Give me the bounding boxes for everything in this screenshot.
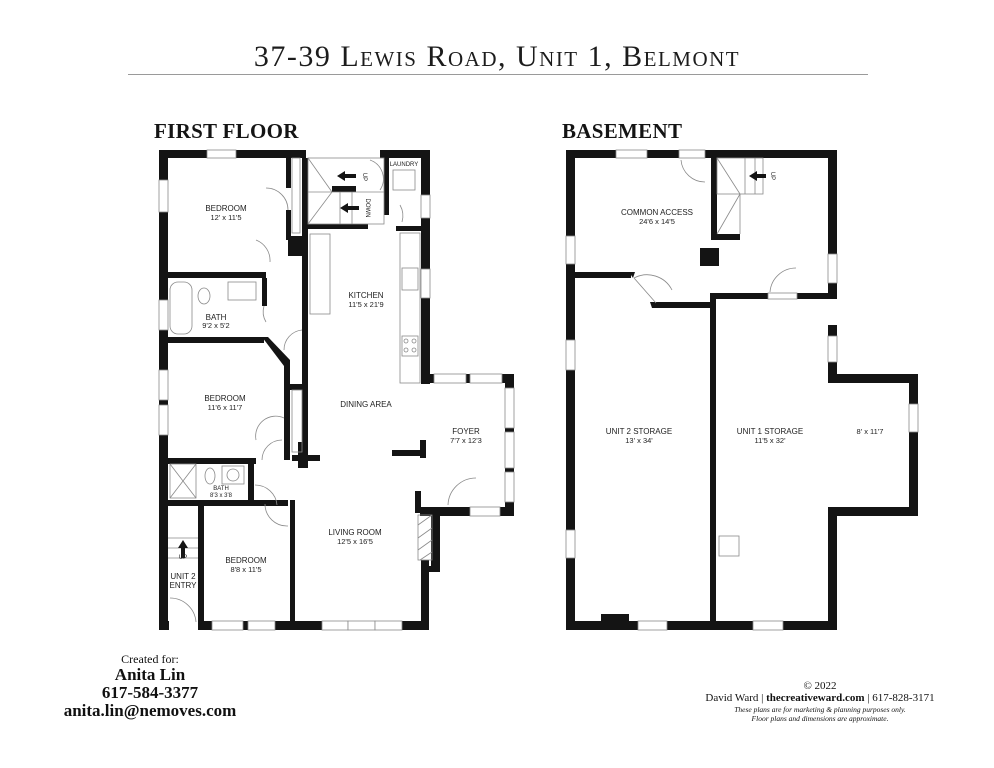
bedroom3-label: BEDROOM (225, 556, 267, 565)
unit2-entry-label-line2: ENTRY (170, 581, 198, 590)
agent-email[interactable]: anita.lin@nemoves.com (63, 701, 237, 720)
kitchen-dimensions: 11'5 x 21'9 (348, 300, 383, 309)
author-website[interactable]: thecreativeward.com (766, 692, 865, 704)
foyer-dimensions: 7'7 x 12'3 (450, 436, 482, 445)
author-name: David Ward (705, 692, 759, 704)
credit-block: © 2022 David Ward | thecreativeward.com … (690, 680, 950, 723)
agent-phone: 617-584-3377 (101, 683, 199, 702)
created-for-label: Created for: (121, 652, 179, 666)
first-floor-heading: FIRST FLOOR (154, 119, 299, 143)
copyright: © 2022 (803, 680, 837, 692)
credit-line: David Ward | thecreativeward.com | 617-8… (690, 692, 950, 705)
stair-down-label: DOWN (364, 199, 370, 218)
unit2-storage-label: UNIT 2 STORAGE (606, 427, 672, 436)
basement-fixtures (565, 149, 919, 631)
foyer-label: FOYER (452, 427, 480, 436)
unit2-stair-up-label: UP (179, 555, 187, 561)
bedroom3-dimensions: 8'8 x 11'5 (230, 565, 261, 574)
stair-up-label: UP (361, 173, 367, 181)
living-room-label: LIVING ROOM (328, 528, 382, 537)
unit2-storage-dimensions: 13' x 34' (625, 436, 653, 445)
bath2-label: BATH (213, 486, 229, 492)
basement-heading: BASEMENT (562, 119, 683, 143)
first-floor-stair-arrows (178, 171, 359, 558)
bath2-dimensions: 8'3 x 3'8 (210, 493, 233, 499)
created-for-block: Created for: Anita Lin 617-584-3377 anit… (40, 652, 260, 720)
unit1-storage-label: UNIT 1 STORAGE (737, 427, 803, 436)
annex-dimensions: 8' x 11'7 (857, 427, 884, 436)
common-access-label: COMMON ACCESS (621, 208, 693, 217)
laundry-label: LAUNDRY (390, 162, 419, 168)
basement-stair-up-label: UP (769, 172, 775, 180)
disclaimer-line2: Floor plans and dimensions are approxima… (751, 714, 889, 723)
bedroom1-label: BEDROOM (205, 204, 247, 213)
separator: | (761, 692, 764, 704)
bedroom1-dimensions: 12' x 11'5 (210, 213, 241, 222)
first-floor-fixtures (158, 149, 515, 631)
title-divider (128, 74, 868, 75)
basement-walls (566, 150, 918, 630)
agent-name: Anita Lin (114, 665, 186, 684)
unit2-entry-label-line1: UNIT 2 (170, 572, 196, 581)
common-access-dimensions: 24'6 x 14'5 (639, 217, 675, 226)
unit1-storage-dimensions: 11'5 x 32' (754, 436, 786, 445)
bedroom2-label: BEDROOM (204, 394, 246, 403)
dining-area-label: DINING AREA (340, 400, 392, 409)
disclaimer-line1: These plans are for marketing & planning… (734, 705, 906, 714)
kitchen-label: KITCHEN (348, 291, 383, 300)
first-floor-walls (159, 150, 514, 630)
bedroom2-dimensions: 11'6 x 11'7 (208, 403, 243, 412)
author-phone: 617-828-3171 (872, 692, 935, 704)
separator: | (867, 692, 870, 704)
living-room-dimensions: 12'5 x 16'5 (337, 537, 373, 546)
basement-stair-arrow (749, 171, 766, 181)
page-title: 37-39 Lewis Road, Unit 1, Belmont (253, 40, 741, 73)
bath1-label: BATH (206, 313, 227, 322)
bath1-dimensions: 9'2 x 5'2 (202, 321, 229, 330)
